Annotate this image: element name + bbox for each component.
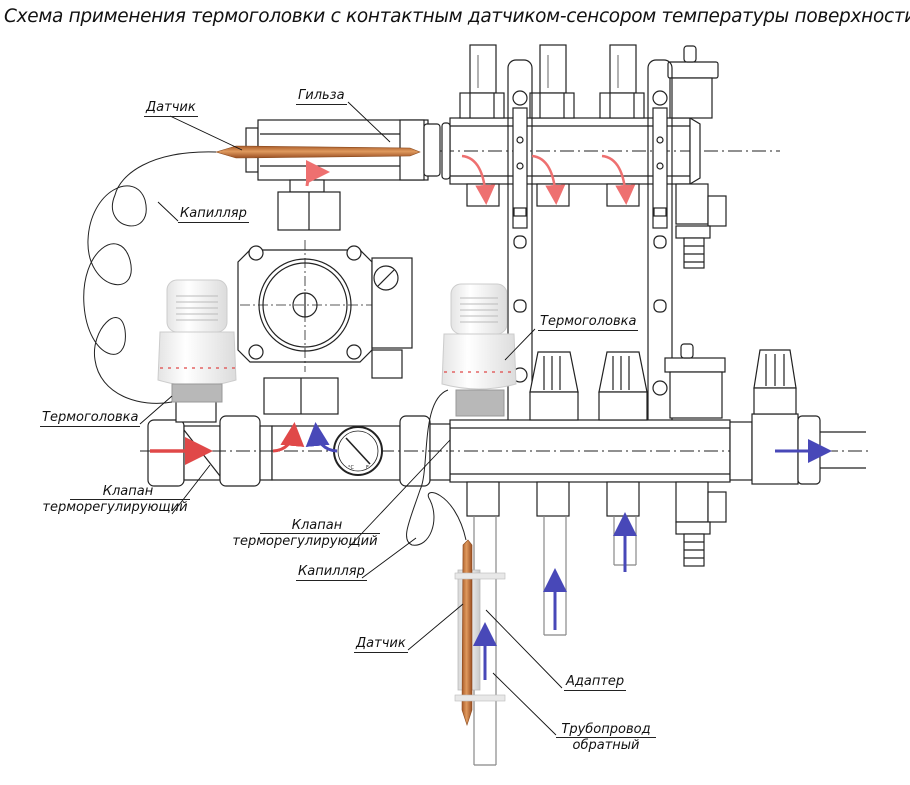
capillary-tube-top <box>83 151 217 404</box>
thermostatic-head-right[interactable] <box>441 283 517 417</box>
cable-tie-top <box>454 572 506 580</box>
air-vent-top <box>667 45 719 119</box>
gauge-unit-c: °C <box>348 465 355 471</box>
valve-cap-1[interactable] <box>529 351 579 421</box>
label-valve-center-line1: Клапан <box>260 518 380 534</box>
label-thermohead-right: Термоголовка <box>538 314 639 331</box>
drain-valve-bottom[interactable] <box>675 481 727 567</box>
label-return-pipe-line2: обратный <box>572 738 640 753</box>
diagram-title: Схема применения термоголовки с контактн… <box>4 6 910 27</box>
label-valve-center: Клапан терморегулирующий <box>230 518 380 549</box>
return-manifold <box>440 343 870 567</box>
sensor-probe-top <box>214 145 421 159</box>
sensor-probe-bottom <box>461 539 473 726</box>
gauge-unit-f: F <box>366 465 369 471</box>
thermostatic-head-left[interactable] <box>157 279 237 403</box>
capillary-tube-bottom <box>406 389 467 546</box>
label-sensor-bottom: Датчик <box>354 636 408 653</box>
valve-cap-2[interactable] <box>598 351 648 421</box>
hot-flow-arrows <box>150 154 636 465</box>
label-capillary-top: Капилляр <box>178 206 249 223</box>
label-sensor-top: Датчик <box>144 100 198 117</box>
flowmeter-3[interactable] <box>599 44 645 119</box>
supply-manifold <box>440 44 780 269</box>
return-flow-arrows <box>305 422 832 680</box>
drain-valve-top[interactable] <box>675 183 727 269</box>
label-capillary-bottom: Капилляр <box>296 564 367 581</box>
flowmeter-1[interactable] <box>459 44 505 119</box>
leader-lines <box>139 101 563 736</box>
label-thermohead-left: Термоголовка <box>40 410 141 427</box>
label-return-pipe: Трубопровод обратный <box>556 722 656 753</box>
circulation-pump <box>237 240 413 379</box>
label-sleeve: Гильза <box>296 88 347 105</box>
label-valve-left: Клапан терморегулирующий <box>40 484 190 515</box>
mounting-bracket-left <box>507 59 533 471</box>
air-vent-bottom <box>664 343 726 419</box>
label-return-pipe-line1: Трубопровод <box>556 722 656 738</box>
label-valve-center-line2: терморегулирующий <box>232 534 378 549</box>
thermometer-gauge <box>333 426 383 476</box>
flowmeter-2[interactable] <box>529 44 575 119</box>
label-valve-left-line2: терморегулирующий <box>42 500 188 515</box>
label-valve-left-line1: Клапан <box>70 484 190 500</box>
cable-tie-bottom <box>454 694 506 702</box>
label-adapter: Адаптер <box>564 674 627 691</box>
